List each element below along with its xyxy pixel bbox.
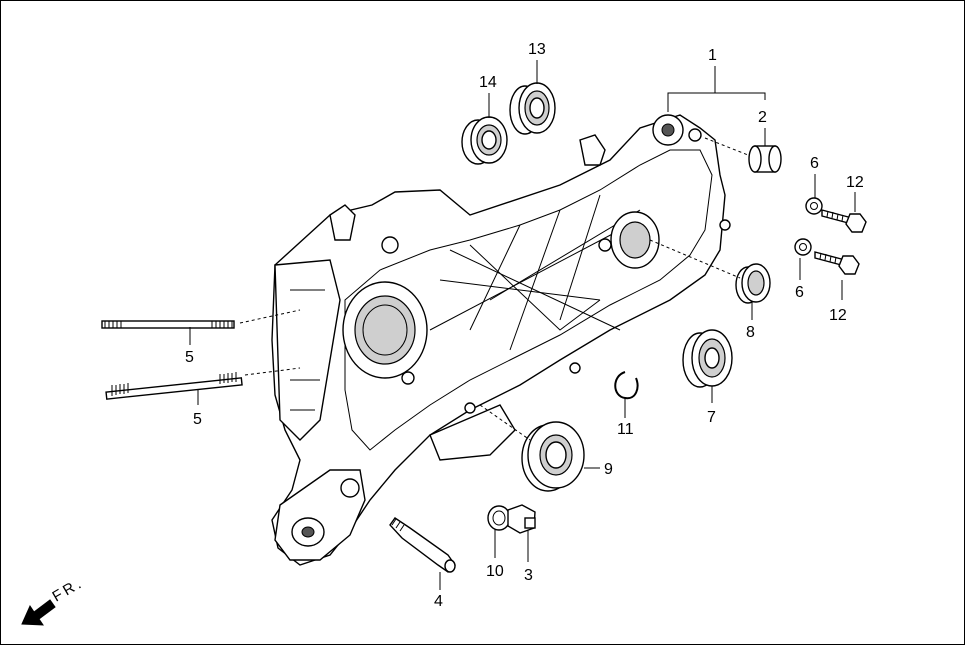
guide-line	[704, 137, 749, 156]
stud-4	[389, 517, 456, 573]
leader-lines	[189, 60, 856, 590]
bearing-7	[682, 329, 733, 388]
callout-9: 9	[604, 461, 613, 478]
bearing-13	[509, 82, 556, 135]
oil-seal-9	[521, 421, 585, 492]
stud-bolt-upper	[101, 320, 235, 329]
callout-10: 10	[486, 563, 504, 580]
callout-13: 13	[528, 41, 546, 58]
callout-5-upper: 5	[185, 349, 194, 366]
callout-2: 2	[758, 109, 767, 126]
front-direction-indicator: FR.	[21, 574, 87, 626]
callout-5-lower: 5	[193, 411, 202, 428]
guide-line	[649, 239, 741, 279]
flange-bolt-12-lower	[814, 251, 860, 275]
drain-bolt-3	[507, 504, 536, 534]
circlip-11	[614, 371, 639, 400]
flange-bolt-12-upper	[821, 209, 867, 233]
callout-11: 11	[617, 421, 634, 438]
washer-6-upper	[805, 197, 823, 215]
callout-1: 1	[708, 47, 717, 64]
callout-12-upper: 12	[846, 174, 864, 191]
front-direction-label: FR.	[50, 574, 87, 605]
washer-6-lower	[794, 238, 812, 256]
stud-bolt-lower	[105, 372, 243, 400]
callout-4: 4	[434, 593, 443, 610]
callout-7: 7	[707, 409, 716, 426]
washer-10	[487, 505, 511, 531]
callout-6-lower: 6	[795, 284, 804, 301]
crankcase-cover	[271, 114, 731, 566]
callout-8: 8	[746, 324, 755, 341]
guide-line	[479, 404, 531, 441]
callout-3: 3	[524, 567, 533, 584]
callout-12-lower: 12	[829, 307, 847, 324]
guide-line	[239, 309, 301, 324]
callout-6-upper: 6	[810, 155, 819, 172]
bearing-14	[461, 116, 508, 165]
arrow-down-left-icon	[21, 599, 56, 626]
oil-seal-8	[735, 263, 771, 304]
callout-labels: 1 2 3 4 5 5 6 6 7 8 9 10 11 12 12 13 14	[185, 41, 864, 610]
bush-2	[748, 145, 782, 173]
callout-14: 14	[479, 74, 497, 91]
